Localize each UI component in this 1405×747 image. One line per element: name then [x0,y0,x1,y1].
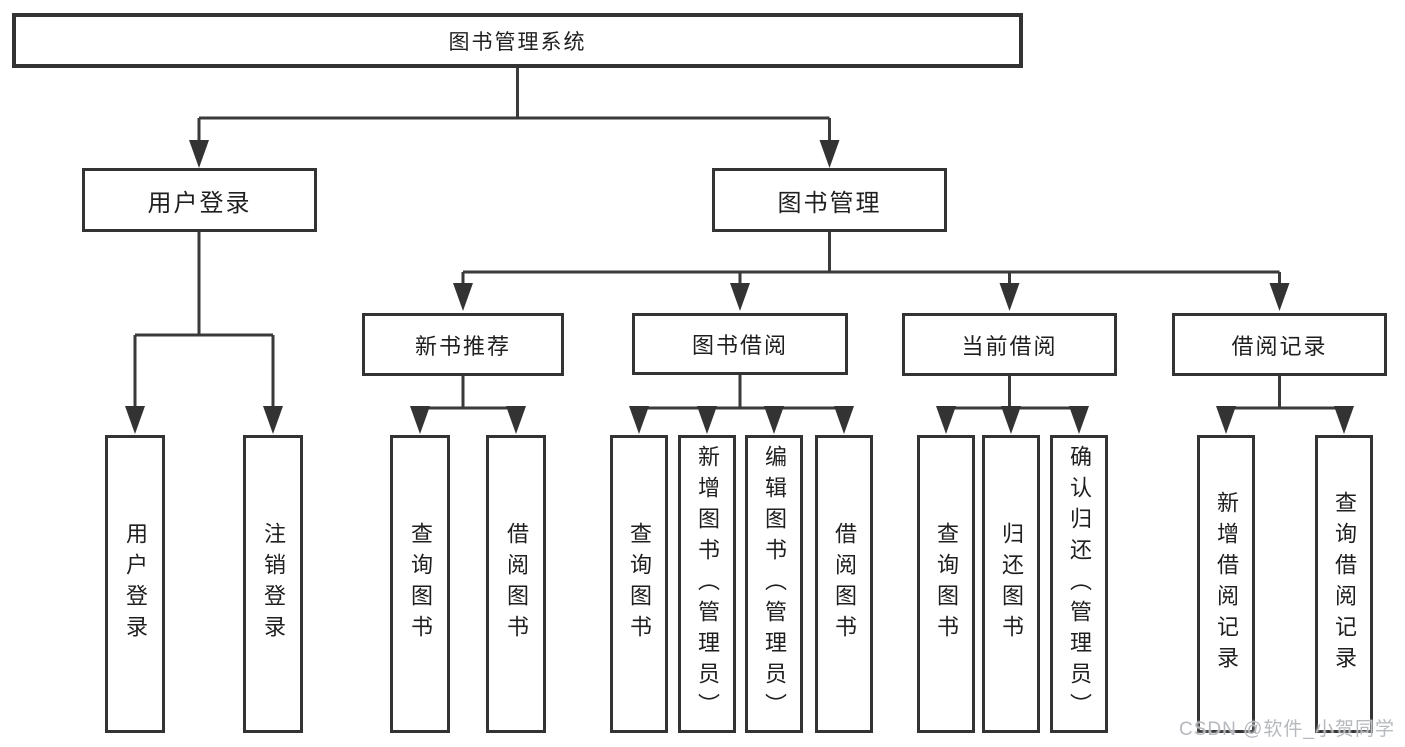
leaf-user-login-label: 用户登录 [123,522,148,646]
leaf-bb-query-books-label: 查询图书 [627,522,652,646]
leaf-nb-borrow-books: 借阅图书 [486,435,546,733]
leaf-cb-return-books-label: 归还图书 [999,522,1024,646]
node-book-borrowing: 图书借阅 [632,313,848,375]
leaf-br-add-borrow-record-label: 新增借阅记录 [1214,491,1239,677]
leaf-bb-add-books-admin-label: 新增图书（管理员） [695,444,720,724]
node-borrowing-records-label: 借阅记录 [1231,333,1328,359]
leaf-cb-return-books: 归还图书 [982,435,1040,733]
node-library-system: 图书管理系统 [12,13,1023,68]
leaf-logout-login: 注销登录 [243,435,303,733]
node-current-borrowing-label: 当前借阅 [961,333,1058,359]
leaf-cb-confirm-return-admin-label: 确认归还（管理员） [1067,444,1092,724]
leaf-cb-confirm-return-admin: 确认归还（管理员） [1050,435,1108,733]
node-new-book-recommendation: 新书推荐 [362,313,564,376]
node-borrowing-records: 借阅记录 [1172,313,1387,376]
leaf-bb-edit-books-admin-label: 编辑图书（管理员） [762,444,787,724]
node-book-management: 图书管理 [712,168,947,232]
csdn-watermark: CSDN @软件_小贺同学 [1179,719,1395,740]
leaf-nb-borrow-books-label: 借阅图书 [504,522,529,646]
leaf-bb-borrow-books-label: 借阅图书 [832,522,857,646]
leaf-bb-add-books-admin: 新增图书（管理员） [678,435,736,733]
leaf-bb-edit-books-admin: 编辑图书（管理员） [745,435,803,733]
leaf-nb-query-books-label: 查询图书 [408,522,433,646]
node-user-login-label: 用户登录 [147,189,252,217]
node-user-login: 用户登录 [82,168,317,232]
node-current-borrowing: 当前借阅 [902,313,1117,376]
leaf-br-query-borrow-record: 查询借阅记录 [1315,435,1373,733]
leaf-cb-query-books: 查询图书 [917,435,975,733]
leaf-logout-login-label: 注销登录 [261,522,286,646]
node-book-management-label: 图书管理 [777,189,882,217]
leaf-cb-query-books-label: 查询图书 [934,522,959,646]
leaf-bb-query-books: 查询图书 [610,435,668,733]
leaf-bb-borrow-books: 借阅图书 [815,435,873,733]
leaf-br-add-borrow-record: 新增借阅记录 [1197,435,1255,733]
node-library-system-label: 图书管理系统 [448,30,587,54]
leaf-nb-query-books: 查询图书 [390,435,450,733]
node-new-book-recommendation-label: 新书推荐 [414,333,511,359]
leaf-user-login: 用户登录 [105,435,165,733]
node-book-borrowing-label: 图书借阅 [691,333,788,358]
leaf-br-query-borrow-record-label: 查询借阅记录 [1332,491,1357,677]
